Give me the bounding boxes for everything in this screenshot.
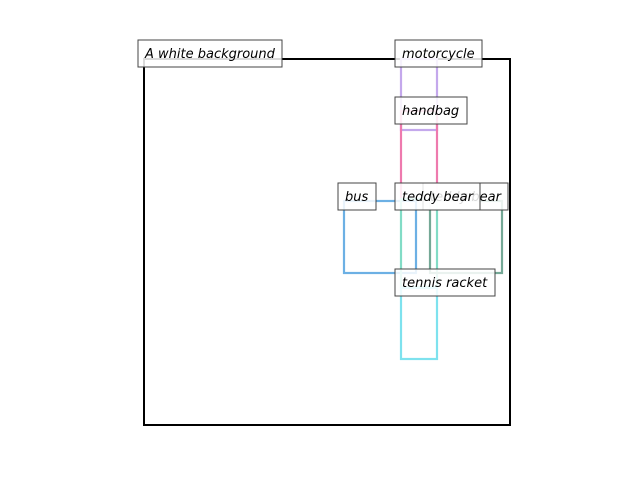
caption-label-box: [137, 39, 283, 68]
bus-label-box: [337, 182, 377, 211]
caption-label-text: A white background: [144, 47, 276, 62]
tennis-racket-label: tennis racket: [394, 268, 496, 297]
handbag-label-box: [394, 96, 468, 125]
teddy-bear-label-box: [394, 182, 481, 211]
caption-label: A white background: [137, 39, 283, 68]
bus-box: [342, 199, 418, 275]
teddy-bear-box: [428, 199, 504, 275]
labels-layer: A white background motorcycle handbag bus te…: [137, 39, 509, 297]
motorcycle-label: motorcycle: [394, 39, 483, 68]
handbag-label-text: handbag: [402, 104, 459, 119]
teddy-bear-label-text: teddy bear: [402, 190, 475, 205]
tennis-racket-label-text: tennis racket: [402, 276, 488, 291]
background-frame: [143, 58, 511, 426]
handbag-label: handbag: [394, 96, 468, 125]
tennis-racket-label-box: [394, 268, 496, 297]
bus-label-text: bus: [345, 190, 368, 205]
motorcycle-label-box: [394, 39, 483, 68]
motorcycle-label-text: motorcycle: [402, 47, 475, 62]
tennis-racket-box: [399, 286, 439, 361]
bus-label: bus: [337, 182, 377, 211]
teddy-bear-label: teddy bear: [394, 182, 481, 211]
